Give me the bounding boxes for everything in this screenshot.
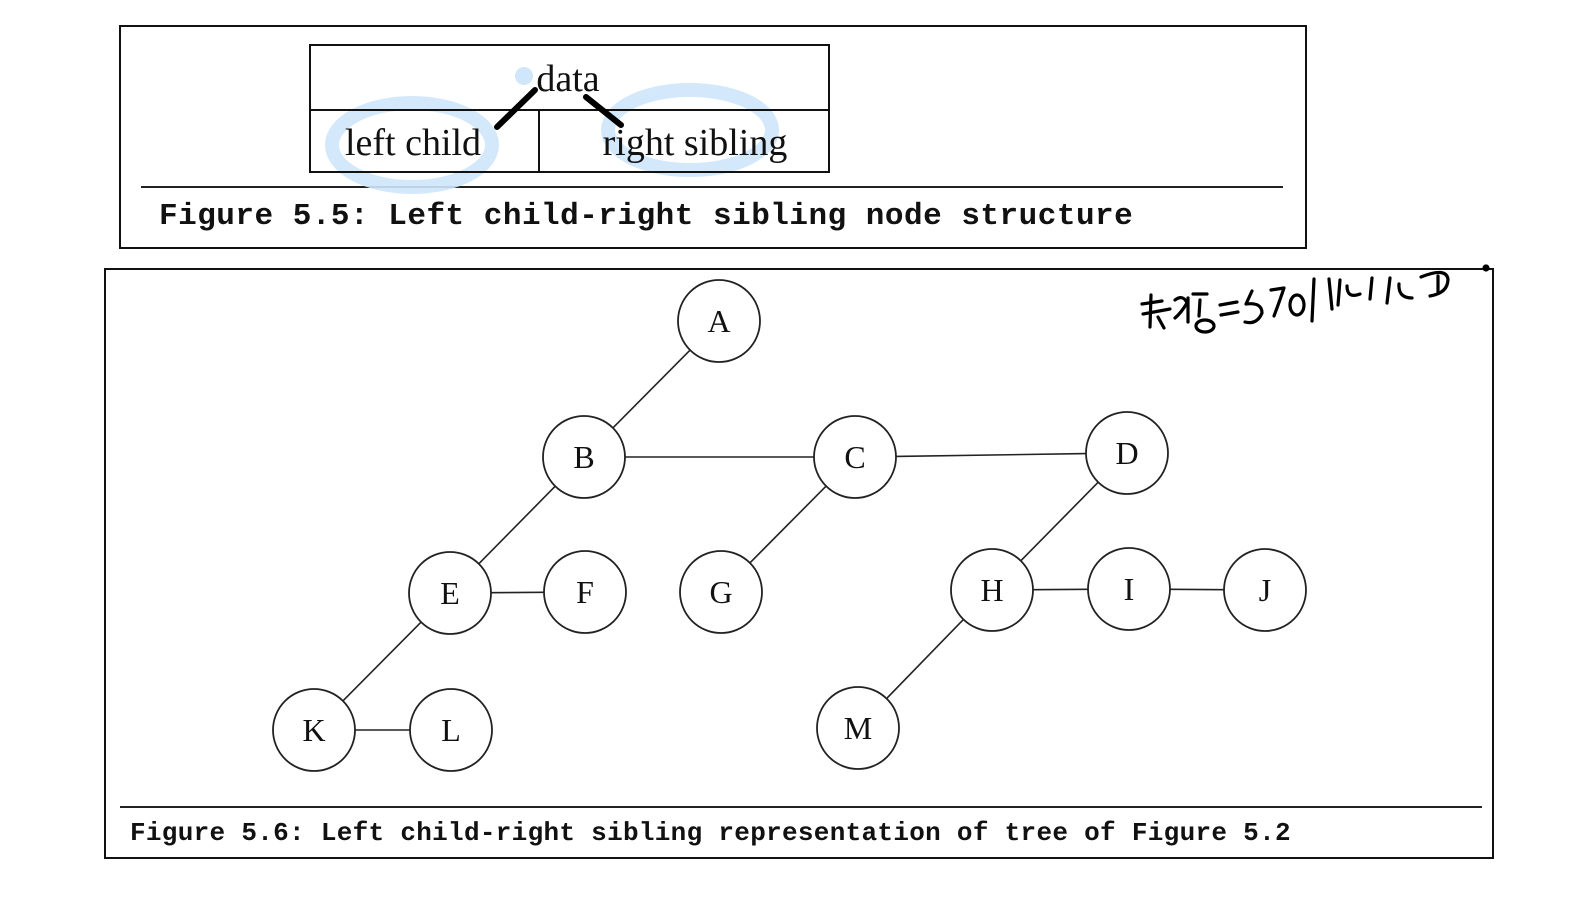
node-circle: [408, 551, 492, 635]
node-circle: [816, 686, 900, 770]
cell-right-sibling: right sibling: [603, 122, 788, 164]
node-label: E: [440, 575, 460, 611]
tree-node-D: D: [1085, 411, 1169, 495]
node-label: M: [844, 710, 872, 746]
edge-left-child-D-H: [1020, 481, 1099, 562]
pen-arrows: [494, 87, 624, 130]
figure-5-5-box: Figure 5.5: Left child-right sibling nod…: [119, 25, 1307, 249]
node-circle: [409, 688, 493, 772]
caption-rule: [120, 806, 1482, 808]
tree-node-J: J: [1223, 548, 1307, 632]
node-structure-table: data left child right sibling: [309, 44, 830, 173]
node-label: J: [1259, 572, 1271, 608]
edge-left-child-E-K: [342, 621, 422, 702]
handwritten-note: [1140, 264, 1490, 334]
edge-right-sibling-C-D: [895, 452, 1087, 458]
edge-left-child-B-E: [478, 485, 556, 565]
node-circle: [677, 279, 761, 363]
node-circle: [1087, 547, 1171, 631]
tree-node-F: F: [543, 550, 627, 634]
node-label: A: [707, 303, 730, 339]
node-label: I: [1124, 571, 1135, 607]
caption-rule: [141, 186, 1283, 188]
node-circle: [1085, 411, 1169, 495]
highlight-right-sibling: [601, 83, 779, 177]
edge-left-child-H-M: [885, 618, 965, 700]
tree-node-L: L: [409, 688, 493, 772]
node-label: L: [441, 712, 461, 748]
tree-node-C: C: [813, 415, 897, 499]
node-circle: [542, 415, 626, 499]
figure-5-6-caption: Figure 5.6: Left child-right sibling rep…: [130, 818, 1291, 848]
figure-5-5-caption: Figure 5.5: Left child-right sibling nod…: [159, 199, 1134, 234]
node-circle: [679, 550, 763, 634]
tree-node-E: E: [408, 551, 492, 635]
node-circle: [272, 688, 356, 772]
node-circle: [1223, 548, 1307, 632]
cell-left-child: left child: [345, 122, 481, 164]
highlighter-marks: [325, 67, 779, 194]
edge-left-child-C-G: [749, 485, 827, 564]
cell-data: data: [536, 58, 599, 100]
tree-nodes: A B C D E F G H I J K L M: [272, 279, 1307, 772]
node-label: K: [302, 712, 325, 748]
node-circle: [813, 415, 897, 499]
node-label: G: [709, 574, 732, 610]
node-label: F: [576, 574, 594, 610]
node-label: D: [1115, 435, 1138, 471]
tree-node-M: M: [816, 686, 900, 770]
node-label: B: [573, 439, 594, 475]
highlight-dot: [515, 67, 533, 85]
node-label: C: [844, 439, 865, 475]
node-label: H: [980, 572, 1003, 608]
tree-node-K: K: [272, 688, 356, 772]
tree-node-A: A: [677, 279, 761, 363]
node-circle: [543, 550, 627, 634]
edge-left-child-A-B: [612, 349, 691, 429]
tree-node-B: B: [542, 415, 626, 499]
tree-edges: [342, 349, 1225, 731]
highlight-left-child: [325, 96, 499, 194]
node-circle: [950, 548, 1034, 632]
tree-node-G: G: [679, 550, 763, 634]
tree-node-I: I: [1087, 547, 1171, 631]
tree-node-H: H: [950, 548, 1034, 632]
